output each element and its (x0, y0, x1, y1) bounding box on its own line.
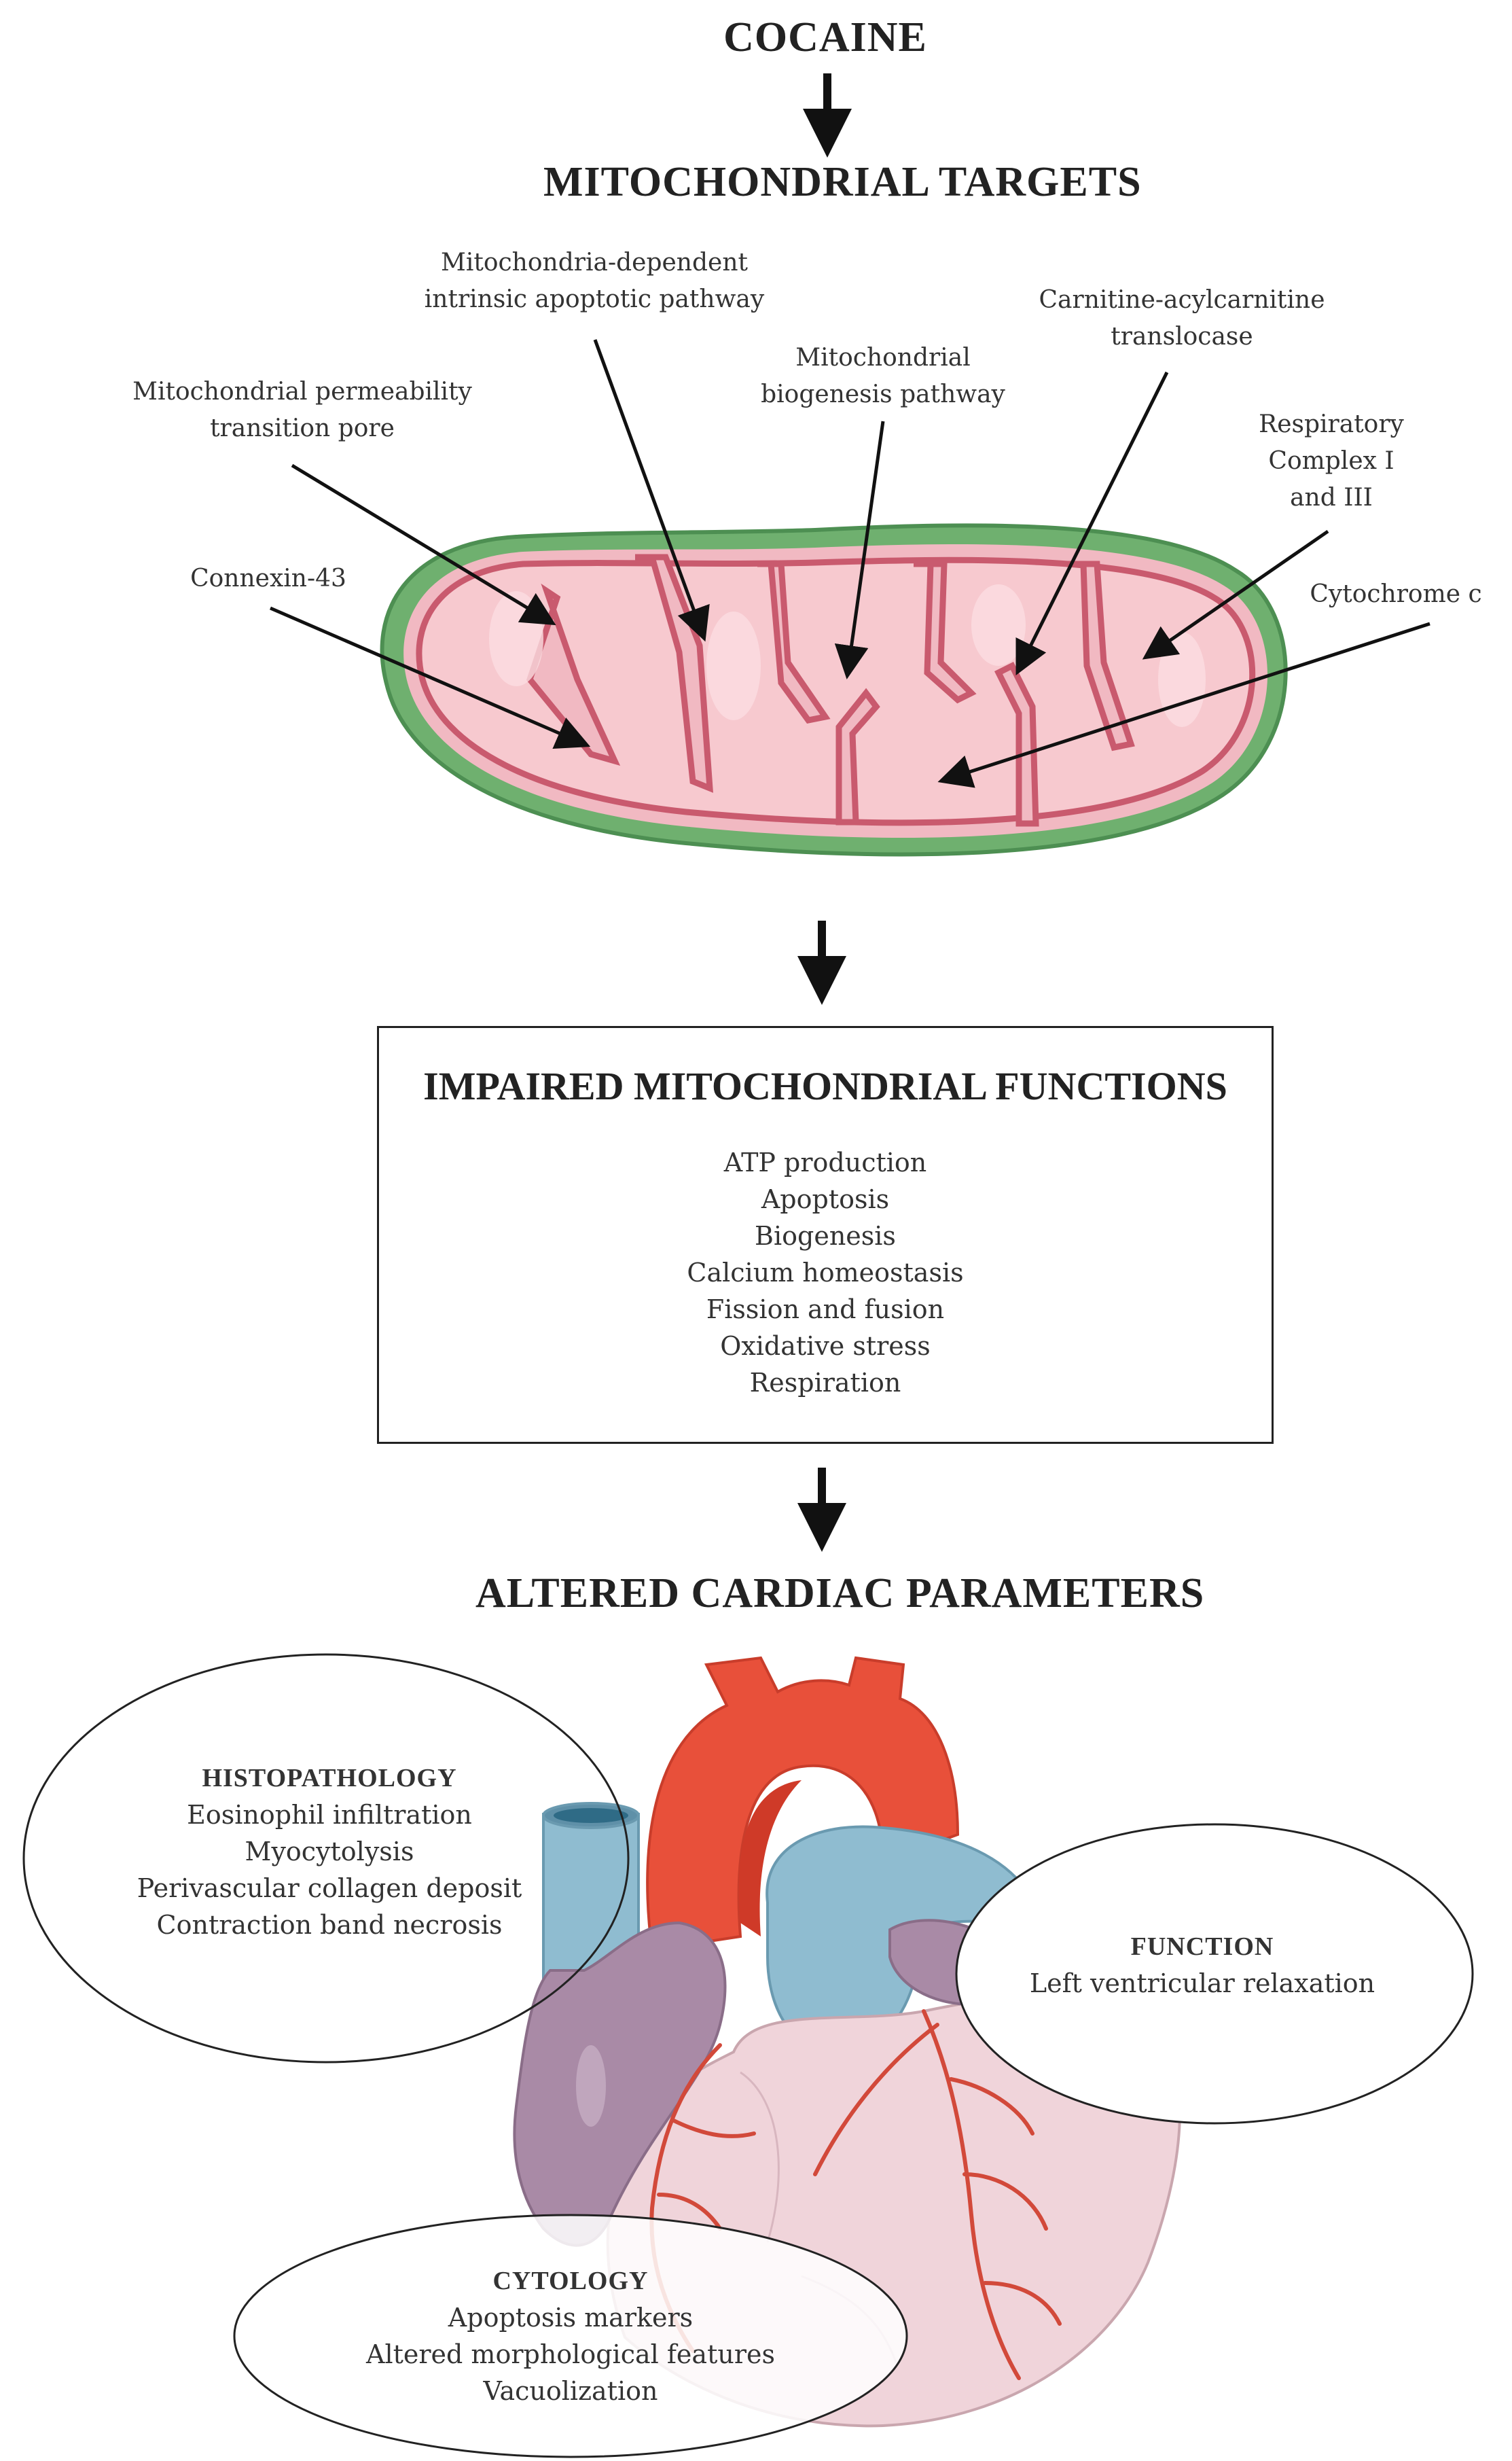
arrow-cytochrome (937, 622, 1430, 788)
impaired-functions-title: IMPAIRED MITOCHONDRIAL FUNCTIONS (423, 1064, 1227, 1108)
function-title: FUNCTION (1130, 1932, 1274, 1961)
histopathology-title: HISTOPATHOLOGY (202, 1764, 457, 1792)
arrow-biogenesis (834, 421, 885, 679)
arrow-carnitine (1015, 371, 1169, 675)
list-item: Apoptosis markers (448, 2303, 694, 2333)
arrow-apoptotic (593, 339, 710, 642)
list-item: Oxidative stress (720, 1331, 931, 1361)
altered-cardiac-parameters-title: ALTERED CARDIAC PARAMETERS (475, 1570, 1205, 1616)
arrow-respiratory (1142, 529, 1329, 660)
list-item: ATP production (723, 1148, 927, 1178)
arrow-mptp (291, 463, 556, 626)
mitochondrion (380, 523, 1288, 857)
list-item: Biogenesis (755, 1221, 896, 1251)
function-panel: FUNCTION Left ventricular relaxation (1005, 1928, 1399, 2002)
list-item: Contraction band necrosis (156, 1910, 503, 1940)
list-item: Myocytolysis (245, 1837, 414, 1866)
right-atrium (513, 1921, 727, 2247)
list-item: Apoptosis (761, 1184, 890, 1214)
cytology-oval (233, 2214, 908, 2458)
histopathology-panel: HISTOPATHOLOGY Eosinophil infiltration M… (102, 1760, 557, 1943)
target-arrows (270, 339, 1430, 788)
list-item: Calcium homeostasis (687, 1258, 964, 1288)
list-item: Perivascular collagen deposit (137, 1873, 522, 1903)
cocaine-title: COCAINE (723, 14, 927, 60)
impaired-functions-box: IMPAIRED MITOCHONDRIAL FUNCTIONS ATP pro… (377, 1026, 1274, 1444)
arrow-connexin (270, 606, 591, 749)
list-item: Left ventricular relaxation (1029, 1968, 1375, 1998)
aorta (646, 1656, 960, 1952)
inner-membrane (416, 556, 1256, 826)
mitochondrial-targets-title: MITOCHONDRIAL TARGETS (543, 159, 1142, 205)
cytology-panel: CYTOLOGY Apoptosis markers Altered morph… (319, 2263, 822, 2409)
label-connexin-43: Connexin-43 (190, 565, 346, 592)
list-item: Respiration (749, 1368, 901, 1398)
heart-illustration (513, 1656, 1181, 2428)
function-oval (955, 1823, 1474, 2125)
histopathology-oval (22, 1653, 630, 2064)
list-item: Eosinophil infiltration (187, 1800, 472, 1830)
label-cytochrome-c: Cytochrome c (1310, 580, 1482, 608)
list-item: Fission and fusion (706, 1294, 945, 1324)
impaired-functions-list: ATP production Apoptosis Biogenesis Calc… (379, 1144, 1272, 1401)
list-item: Altered morphological features (366, 2339, 775, 2369)
list-item: Vacuolization (483, 2376, 658, 2406)
coronary-arteries (649, 2009, 1062, 2380)
cytology-title: CYTOLOGY (492, 2267, 649, 2295)
cristae (526, 554, 1135, 827)
